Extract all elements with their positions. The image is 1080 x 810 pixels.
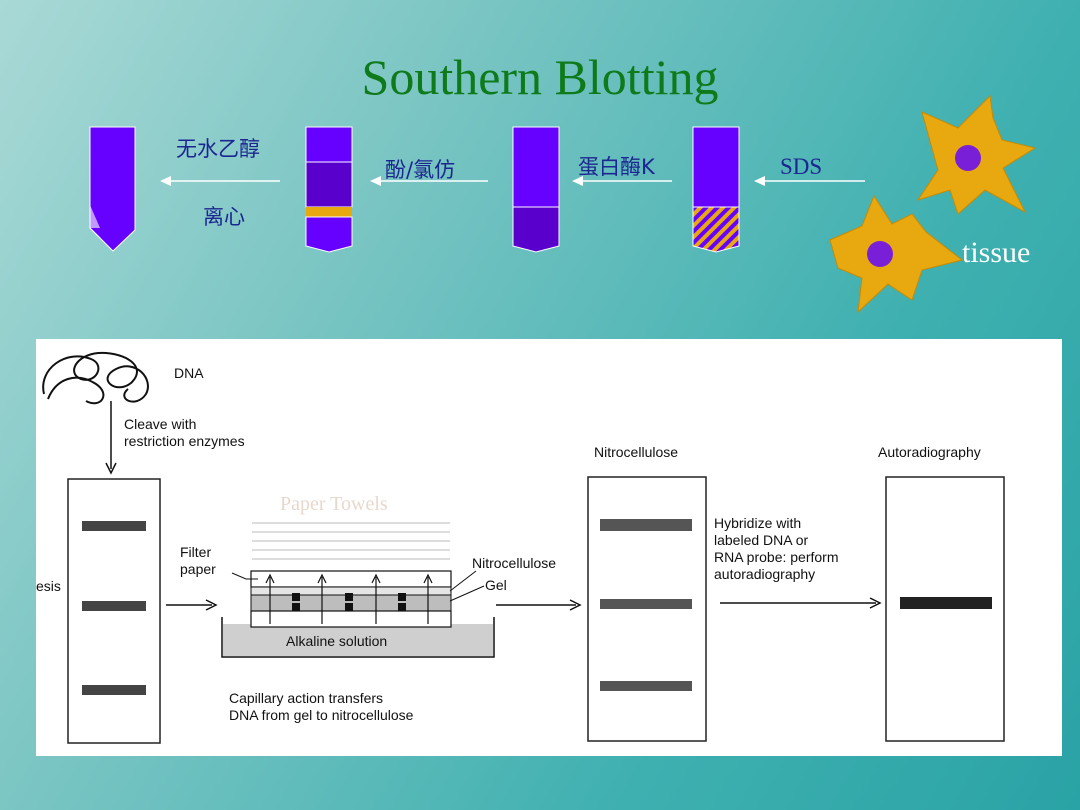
alkaline-tray	[221, 617, 495, 658]
autoradiography-header: Autoradiography	[878, 444, 981, 460]
nitrocellulose-side-label: Nitrocellulose	[472, 555, 557, 571]
tube-protease-k	[512, 126, 560, 253]
arrow-step1	[160, 176, 280, 186]
tissue-cell-upper	[916, 94, 1037, 215]
gel-label: Gel	[485, 577, 507, 593]
nitrocellulose-header: Nitrocellulose	[594, 444, 679, 460]
step2-label: 酚/氯仿	[385, 158, 456, 182]
step1-bottom-label: 离心	[203, 205, 245, 229]
alkaline-solution-label: Alkaline solution	[286, 633, 388, 649]
step3-label: 蛋白酶K	[578, 155, 655, 179]
hybridize-caption: Hybridize with labeled DNA or RNA probe:…	[714, 515, 839, 582]
tube-ethanol-pellet	[89, 126, 136, 252]
capillary-caption: Capillary action transfers DNA from gel …	[229, 690, 414, 723]
tube-phenol-chloroform	[305, 126, 353, 253]
slide-title: Southern Blotting	[361, 49, 719, 105]
filter-paper-label: Filter paper	[180, 544, 216, 577]
tube-process-graphic	[89, 94, 1037, 314]
arrow-step3	[572, 176, 672, 186]
step4-label: SDS	[780, 154, 823, 179]
tissue-cell-lower	[829, 194, 964, 314]
arrow-step4	[754, 176, 865, 186]
tube-sds	[692, 126, 740, 253]
arrow-step2	[370, 176, 488, 186]
dna-squiggle-icon	[42, 351, 149, 405]
electrophoresis-partial-label: esis	[36, 578, 61, 594]
diagram-graphics	[42, 351, 1005, 744]
step1-top-label: 无水乙醇	[176, 137, 260, 161]
paper-towels-label: Paper Towels	[280, 493, 388, 515]
tissue-label: tissue	[962, 236, 1031, 269]
dna-label: DNA	[174, 365, 204, 381]
cleave-label: Cleave with restriction enzymes	[124, 416, 245, 449]
southern-blot-diagram: DNA Cleave with restriction enzymes esis…	[36, 339, 1062, 756]
